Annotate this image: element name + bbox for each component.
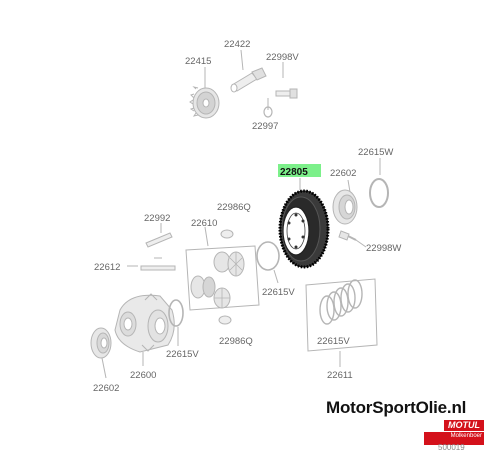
dowel-22612 <box>127 257 176 271</box>
ring-22615v-mid <box>256 241 280 284</box>
clutch-plate-kit-22611 <box>305 278 378 367</box>
dealer-stripe <box>424 440 484 445</box>
label-22602-top: 22602 <box>330 168 356 179</box>
brand-name: MotorSportOlie.nl <box>326 398 467 417</box>
bearing-22602-top <box>332 179 358 225</box>
ring-22615v-low <box>168 299 184 346</box>
washer-22997 <box>263 106 273 118</box>
label-22615v-box: 22615V <box>317 336 350 347</box>
bolt-22998w <box>338 230 367 248</box>
label-22992: 22992 <box>144 213 170 224</box>
label-22602-bottom: 22602 <box>93 383 119 394</box>
label-22600: 22600 <box>130 370 156 381</box>
label-22998v: 22998V <box>266 52 299 63</box>
label-22611: 22611 <box>327 370 353 381</box>
label-22612: 22612 <box>94 262 120 273</box>
label-22610: 22610 <box>191 218 217 229</box>
label-22986q-top: 22986Q <box>217 202 251 213</box>
motul-logo: MOTUL <box>444 420 484 431</box>
highlight-marker <box>278 164 321 177</box>
differential-gear-kit-22610 <box>185 226 260 325</box>
washer-22615w <box>369 158 389 208</box>
bearing-22602-bottom <box>90 327 112 379</box>
pinion-gear-assembly <box>189 49 298 119</box>
dealer-name: Molkenboer <box>424 432 484 440</box>
ring-gear-22805 <box>278 178 330 269</box>
label-22615w: 22615W <box>358 147 393 158</box>
label-22805: 22805 <box>280 167 308 178</box>
brand-watermark: MotorSportOlie.nl MOTUL Molkenboer <box>326 398 498 460</box>
part-labels: 22422 22415 22998V 22997 22805 22602 226… <box>93 39 401 394</box>
label-22998w: 22998W <box>366 243 401 254</box>
diagram-code: 500019 <box>438 443 465 452</box>
label-22415: 22415 <box>185 56 211 67</box>
label-22615v-low: 22615V <box>166 349 199 360</box>
label-22997: 22997 <box>252 121 278 132</box>
label-22615v-mid: 22615V <box>262 287 295 298</box>
pinion-shaft-22422 <box>230 67 267 93</box>
label-22986q-bot: 22986Q <box>219 336 253 347</box>
gear-22415 <box>189 86 220 119</box>
bolt-22998v <box>275 88 298 99</box>
label-22422: 22422 <box>224 39 250 50</box>
differential-case-22600 <box>114 293 175 366</box>
pin-22992 <box>145 223 173 248</box>
